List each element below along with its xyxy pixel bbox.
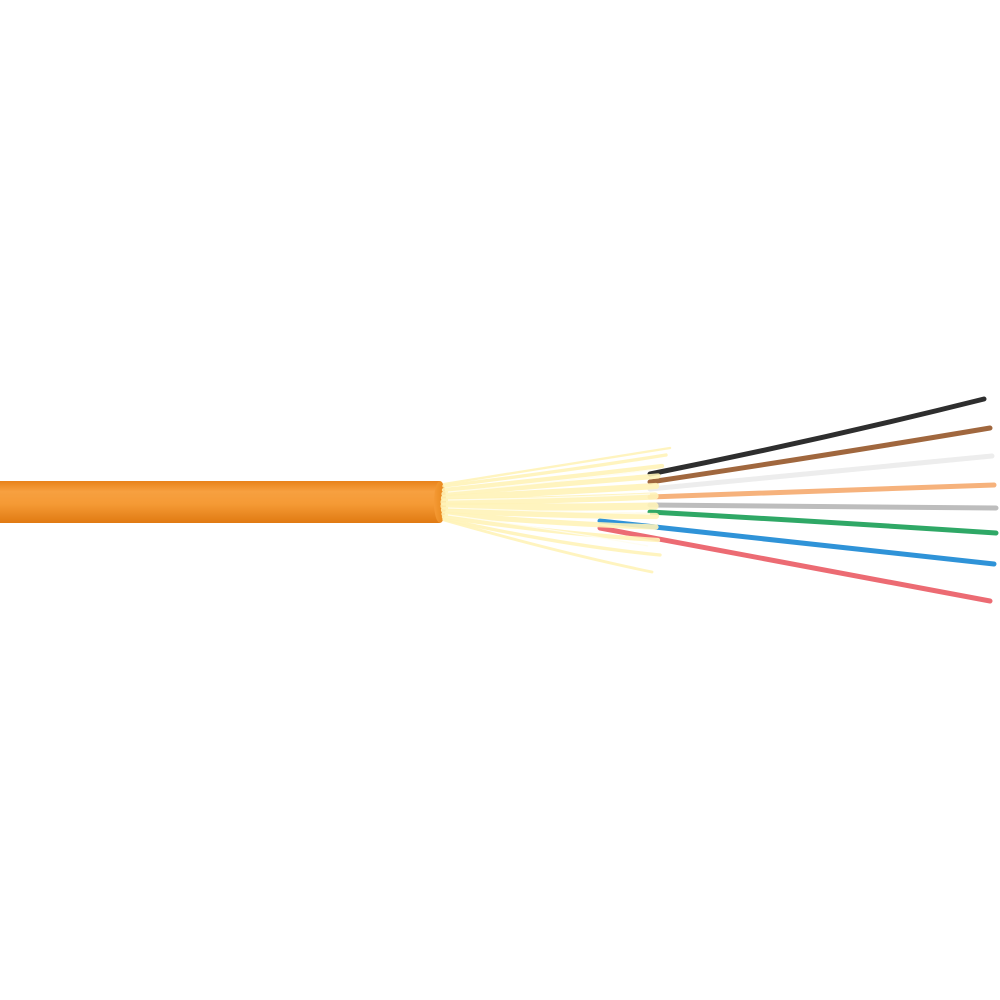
yarn-strand xyxy=(441,473,661,497)
yarn-strand xyxy=(442,517,662,557)
fiber-green xyxy=(647,509,999,536)
yarn-strand xyxy=(440,492,659,506)
yarn-strand xyxy=(441,463,665,493)
yarn-highlight xyxy=(447,493,651,501)
cable-jacket xyxy=(0,481,446,523)
yarn-strand xyxy=(441,511,659,530)
fiber-brown xyxy=(647,425,993,485)
yarn-strand xyxy=(442,518,654,574)
yarn-highlight xyxy=(447,507,651,515)
fiber-white xyxy=(647,453,995,492)
jacket-body xyxy=(0,481,440,523)
yarn-strand xyxy=(440,506,660,520)
yarn-strand xyxy=(442,453,668,488)
yarn-strand xyxy=(440,502,659,511)
yarn-highlight xyxy=(447,514,649,547)
fiber-slate xyxy=(647,502,999,511)
yarn-highlight xyxy=(447,469,651,493)
fiber-orange xyxy=(647,482,997,500)
yarn-strand xyxy=(440,482,660,502)
fiber-black xyxy=(647,396,987,477)
aramid-yarn-strength-members xyxy=(440,446,672,574)
yarn-strand xyxy=(442,446,672,486)
yarn-strand xyxy=(441,514,661,543)
